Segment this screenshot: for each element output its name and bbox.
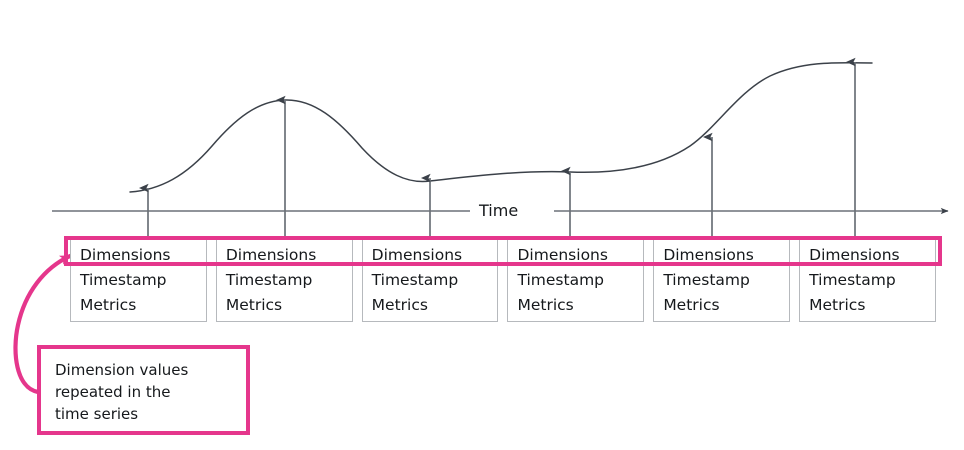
dimensions-highlight-rect xyxy=(64,236,942,266)
record-box-row: Dimensions Timestamp Metrics Dimensions … xyxy=(70,238,936,322)
record-timestamp-label: Timestamp xyxy=(80,271,167,289)
time-axis-label: Time xyxy=(472,200,526,222)
record-timestamp-label: Timestamp xyxy=(371,271,459,289)
record-box[interactable]: Dimensions Timestamp Metrics xyxy=(799,238,936,322)
record-dimensions-label: Dimensions xyxy=(371,246,463,264)
metric-curve xyxy=(129,61,873,193)
record-timestamp-label: Timestamp xyxy=(663,271,750,289)
record-box[interactable]: Dimensions Timestamp Metrics xyxy=(507,238,645,322)
record-dimensions-label: Dimensions xyxy=(663,246,754,264)
record-metrics-label: Metrics xyxy=(517,296,574,314)
annotation-line-3: time series xyxy=(55,405,139,423)
record-metrics-label: Metrics xyxy=(663,296,720,314)
record-metrics-label: Metrics xyxy=(371,296,428,314)
record-timestamp-label: Timestamp xyxy=(809,271,896,289)
record-metrics-label: Metrics xyxy=(809,296,866,314)
annotation-line-2: repeated in the xyxy=(55,383,171,401)
record-box[interactable]: Dimensions Timestamp Metrics xyxy=(215,238,353,322)
record-dimensions-label: Dimensions xyxy=(80,246,171,264)
annotation-callout-box: Dimension values repeated in the time se… xyxy=(37,345,250,435)
record-dimensions-label: Dimensions xyxy=(809,246,900,264)
record-box[interactable]: Dimensions Timestamp Metrics xyxy=(70,238,207,322)
record-timestamp-label: Timestamp xyxy=(225,271,313,289)
record-dimensions-label: Dimensions xyxy=(225,246,317,264)
record-dimensions-label: Dimensions xyxy=(517,246,608,264)
record-metrics-label: Metrics xyxy=(80,296,137,314)
record-metrics-label: Metrics xyxy=(225,296,283,314)
annotation-line-1: Dimension values xyxy=(55,361,189,379)
record-box[interactable]: Dimensions Timestamp Metrics xyxy=(361,238,499,322)
record-timestamp-label: Timestamp xyxy=(517,271,605,289)
